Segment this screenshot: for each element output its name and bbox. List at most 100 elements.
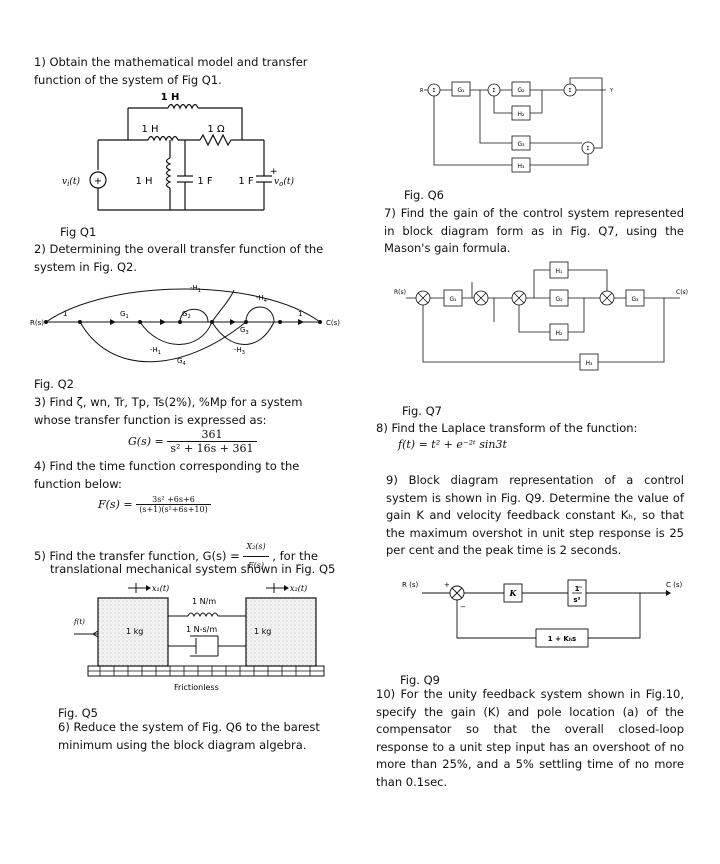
q6-input: R <box>420 88 424 94</box>
q2-label-g1: G1 <box>120 310 129 320</box>
q2-label-h1-top: -H1 <box>190 284 201 294</box>
label-c1: 1 F <box>197 176 213 187</box>
question-10-text: 10) For the unity feedback system shown … <box>376 687 684 789</box>
question-9: 9) Block diagram representation of a con… <box>386 472 684 560</box>
mass-2 <box>245 597 317 667</box>
q7-g1: G₁ <box>449 296 457 303</box>
q9-plant-den: s² <box>573 596 580 604</box>
q5-label-m1: 1 kg <box>126 627 143 636</box>
fig-q5-caption: Fig. Q5 <box>58 706 98 720</box>
question-4: 4) Find the time function corresponding … <box>34 458 338 493</box>
q5-label-x1: x₁(t) <box>152 584 169 593</box>
figure-q7-block-diagram: R(s) C(s) G₁ G₂ G₃ H₁ H₂ H₃ <box>394 261 688 371</box>
q5-label-frictionless: Frictionless <box>174 683 219 692</box>
q6-g1: G₁ <box>457 87 465 94</box>
q4-lhs: F(s) = <box>98 498 133 511</box>
q6-g2: G₂ <box>517 87 525 94</box>
q7-output: C(s) <box>676 289 688 296</box>
question-9-text: 9) Block diagram representation of a con… <box>386 473 684 557</box>
label-l-top: 1 H <box>161 92 180 103</box>
label-resistor: 1 Ω <box>207 124 225 135</box>
q9-output: C (s) <box>666 581 682 589</box>
q9-plant-num: 1 <box>575 585 580 593</box>
figure-q6-block-diagram: Σ Σ Σ Σ G₁ G₂ H₂ G₃ H₃ R Y <box>420 77 614 173</box>
q3-fraction: 361 s² + 16s + 361 <box>167 428 257 455</box>
q3-transfer-function: G(s) = 361 s² + 16s + 361 <box>128 428 257 455</box>
label-c2: 1 F <box>238 176 254 187</box>
question-6-text: 6) Reduce the system of Fig. Q6 to the b… <box>58 720 320 752</box>
q8-formula: f(t) = t² + e⁻²ᵗ sin3t <box>398 438 507 451</box>
q7-g2: G₂ <box>555 296 563 303</box>
question-3: 3) Find ζ, wn, Tr, Tp, Ts(2%), %Mp for a… <box>34 394 338 429</box>
q5-label-damper: 1 N-s/m <box>186 625 217 634</box>
q5-label-spring: 1 N/m <box>192 597 216 606</box>
figure-q5-mechanical: x₁(t) x₂(t) 1 kg 1 kg f(t) 1 N/m 1 N-s/m… <box>73 583 325 692</box>
question-7-text: 7) Find the gain of the control system r… <box>384 206 684 255</box>
q5-label-x2: x₂(t) <box>290 584 307 593</box>
q2-gain-one-b: 1 <box>298 310 302 318</box>
q2-output-label: C(s) <box>326 319 340 327</box>
q9-feedback: 1 + Kₕs <box>548 635 576 643</box>
question-3-text: 3) Find ζ, wn, Tr, Tp, Ts(2%), %Mp for a… <box>34 395 303 427</box>
figure-q9-block-diagram: R (s) C (s) + − K 1 s² 1 + Kₕs <box>402 579 682 648</box>
q2-gain-one-a: 1 <box>63 310 67 318</box>
q7-h3: H₃ <box>586 360 594 367</box>
q2-label-h1-bottom: -H1 <box>150 346 161 356</box>
q5-label-m2: 1 kg <box>254 627 271 636</box>
q6-g3: G₃ <box>517 141 525 148</box>
q4-denominator: (s+1)(s²+6s+10) <box>139 505 208 514</box>
question-7: 7) Find the gain of the control system r… <box>384 205 684 258</box>
q3-numerator: 361 <box>167 428 257 442</box>
question-2-text: 2) Determining the overall transfer func… <box>34 242 324 274</box>
q4-function: F(s) = 3s² +6s+6 (s+1)(s²+6s+10) <box>98 495 211 514</box>
question-5-text-b: , for the <box>272 549 318 563</box>
label-l-left: 1 H <box>141 124 158 135</box>
q5-label-force: f(t) <box>73 618 85 626</box>
question-5-text-c: translational mechanical system shown in… <box>50 562 336 576</box>
q5-fraction: X₂(s) F(s) <box>243 538 269 575</box>
fig-q6-caption: Fig. Q6 <box>404 188 444 202</box>
figure-q1-circuit: + 1 H 1 H 1 Ω 1 H 1 F 1 F + vi(t) vo(t) <box>62 92 294 211</box>
q5-denominator: F(s) <box>248 561 264 570</box>
q2-label-h4: -H4 <box>256 294 267 304</box>
q9-plus: + <box>444 581 450 589</box>
fig-q2-caption: Fig. Q2 <box>34 377 74 391</box>
q2-label-g2: G2 <box>182 310 191 320</box>
question-5: 5) Find the transfer function, G(s) = X₂… <box>34 538 344 575</box>
q2-label-h3: -H3 <box>234 346 245 356</box>
mass-1 <box>97 597 169 667</box>
label-vin: vi(t) <box>62 176 80 188</box>
q6-h3: H₃ <box>518 163 526 170</box>
q7-h1: H₁ <box>556 268 564 275</box>
question-1-text: 1) Obtain the mathematical model and tra… <box>34 55 308 87</box>
q6-output: Y <box>609 88 614 94</box>
question-10: 10) For the unity feedback system shown … <box>376 686 684 791</box>
q6-h2: H₂ <box>518 111 526 118</box>
question-1: 1) Obtain the mathematical model and tra… <box>34 54 338 89</box>
q2-input-label: R(s) <box>30 319 44 327</box>
q6-sum4: Σ <box>586 146 589 152</box>
question-2: 2) Determining the overall transfer func… <box>34 241 338 276</box>
label-vout: vo(t) <box>274 176 294 188</box>
label-l-mid: 1 H <box>135 176 152 187</box>
fig-q1-caption: Fig Q1 <box>60 225 97 239</box>
q9-input: R (s) <box>402 581 418 589</box>
q6-sum2: Σ <box>492 88 495 94</box>
q9-minus: − <box>460 603 466 611</box>
question-6: 6) Reduce the system of Fig. Q6 to the b… <box>58 719 348 754</box>
q7-g3: G₃ <box>631 296 639 303</box>
question-4-text: 4) Find the time function corresponding … <box>34 459 300 491</box>
q9-gain-k: K <box>509 588 518 598</box>
q3-lhs: G(s) = <box>128 435 164 448</box>
figure-q2-signal-flow: R(s) C(s) 1 1 G1 G2 G3 G4 -H1 -H4 -H1 -H… <box>30 284 340 367</box>
q6-sum3: Σ <box>568 88 571 94</box>
q4-numerator: 3s² +6s+6 <box>136 495 211 505</box>
question-8: 8) Find the Laplace transform of the fun… <box>376 420 686 438</box>
q6-sum1: Σ <box>432 88 435 94</box>
q3-denominator: s² + 16s + 361 <box>170 442 254 455</box>
q7-h2: H₂ <box>556 330 564 337</box>
q2-label-g4: G4 <box>177 357 186 367</box>
q4-fraction: 3s² +6s+6 (s+1)(s²+6s+10) <box>136 495 211 514</box>
q2-label-g3: G3 <box>240 326 249 336</box>
vout-plus: + <box>270 167 278 177</box>
